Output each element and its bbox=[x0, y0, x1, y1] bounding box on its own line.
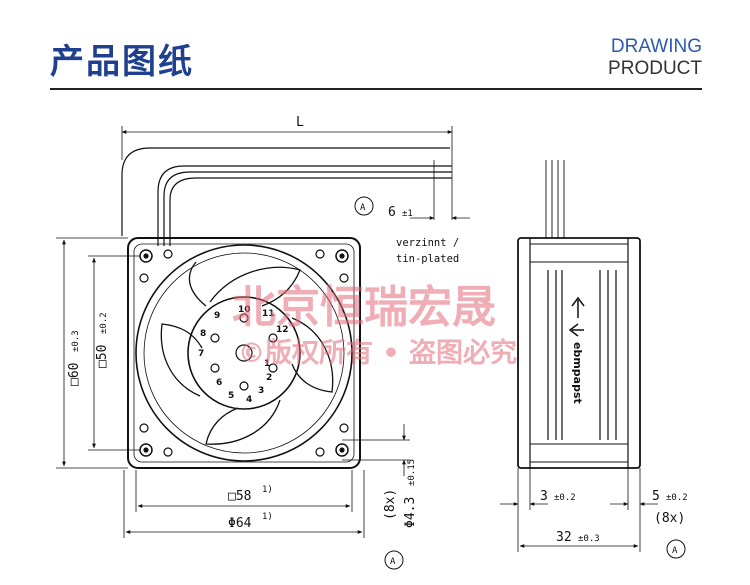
page-subtitle: DRAWING PRODUCT bbox=[608, 36, 702, 80]
svg-text:1): 1) bbox=[262, 512, 273, 522]
fan-blades bbox=[160, 261, 334, 445]
lead-wire-loop bbox=[121, 147, 450, 236]
hub-number: 6 bbox=[216, 378, 222, 388]
svg-text:±0.2: ±0.2 bbox=[99, 312, 109, 334]
mounting-holes bbox=[139, 249, 349, 457]
lead-note-en: tin-plated bbox=[396, 253, 459, 265]
dim-side-right-tol: ±0.2 bbox=[666, 493, 688, 503]
hub-number: 2 bbox=[266, 373, 272, 383]
view-marker-label: A bbox=[360, 203, 366, 213]
view-marker-side: A bbox=[666, 539, 686, 559]
fan-side-outline bbox=[517, 237, 641, 469]
hub-number: 4 bbox=[246, 395, 252, 405]
lead-note-de: verzinnt / bbox=[396, 237, 459, 249]
hub-number: 11 bbox=[262, 309, 275, 319]
dim-side-flange: 3 bbox=[540, 489, 548, 504]
front-dimensions bbox=[56, 126, 470, 538]
hub-number: 12 bbox=[276, 325, 289, 335]
watermark-line2: ©版权所有 • 盗图必究 bbox=[238, 337, 517, 369]
dim-lead-offset: 6 bbox=[388, 205, 396, 220]
svg-text:□50: □50 bbox=[95, 345, 110, 368]
side-view bbox=[517, 160, 641, 469]
view-marker-top: A bbox=[354, 196, 374, 216]
dim-hole-count: (8x) bbox=[383, 489, 398, 520]
dim-hole-diameter: Φ4.3 ±0.15 bbox=[403, 459, 418, 528]
dim-depth: 32 bbox=[556, 530, 572, 545]
hub-number: 8 bbox=[200, 329, 206, 339]
svg-text:ebmpapst: ebmpapst bbox=[571, 342, 584, 404]
dim-bottom-square: □58 1) bbox=[228, 485, 273, 504]
dim-side-right: 5 bbox=[652, 489, 660, 504]
watermark-line1: 北京恒瑞宏晟 bbox=[232, 282, 496, 333]
svg-text:Φ4.3: Φ4.3 bbox=[403, 497, 418, 528]
view-marker-label: A bbox=[672, 546, 678, 556]
svg-text:1): 1) bbox=[262, 485, 273, 495]
dim-diameter: Φ64 1) bbox=[228, 512, 273, 531]
airflow-arrow-icon bbox=[571, 296, 585, 318]
svg-text:±0.3: ±0.3 bbox=[71, 330, 81, 352]
fan-hub bbox=[187, 296, 301, 410]
rotation-arrow-icon bbox=[568, 323, 584, 337]
hub-number-labels: 1 2 3 4 5 6 7 8 9 10 11 12 bbox=[198, 305, 289, 405]
view-marker-label: A bbox=[390, 557, 396, 567]
side-dimensions bbox=[500, 468, 658, 552]
svg-text:□60: □60 bbox=[67, 363, 82, 386]
hub-number: 10 bbox=[238, 305, 251, 315]
dim-side-right-count: (8x) bbox=[654, 511, 685, 526]
fan-frame-outer bbox=[127, 237, 361, 469]
fan-ring-outer bbox=[135, 244, 353, 462]
front-view bbox=[121, 147, 453, 469]
page-title: 产品图纸 bbox=[50, 42, 194, 82]
hub-number: 1 bbox=[264, 359, 270, 369]
svg-text:Φ64: Φ64 bbox=[228, 516, 252, 531]
dim-hole-square: □50 ±0.2 bbox=[95, 312, 110, 368]
svg-text:□58: □58 bbox=[228, 489, 251, 504]
hub-number: 7 bbox=[198, 349, 204, 359]
view-marker-bottom: A bbox=[384, 550, 404, 570]
hub-number: 9 bbox=[214, 311, 220, 321]
dim-lead-offset-tol: ±1 bbox=[402, 209, 413, 219]
dim-side-flange-tol: ±0.2 bbox=[554, 493, 576, 503]
brand-label: ebmpapst bbox=[571, 342, 584, 404]
hub-number: 5 bbox=[228, 391, 234, 401]
dim-outer-square: □60 ±0.3 bbox=[67, 330, 82, 386]
hub-number: 3 bbox=[258, 386, 264, 396]
svg-text:(8x): (8x) bbox=[383, 489, 398, 520]
dim-length-label: L bbox=[296, 115, 304, 130]
subtitle-line-product: PRODUCT bbox=[608, 58, 702, 79]
subtitle-line-drawing: DRAWING bbox=[610, 36, 702, 57]
dim-depth-tol: ±0.3 bbox=[578, 534, 600, 544]
header-divider bbox=[50, 88, 702, 90]
svg-text:±0.15: ±0.15 bbox=[407, 459, 417, 486]
